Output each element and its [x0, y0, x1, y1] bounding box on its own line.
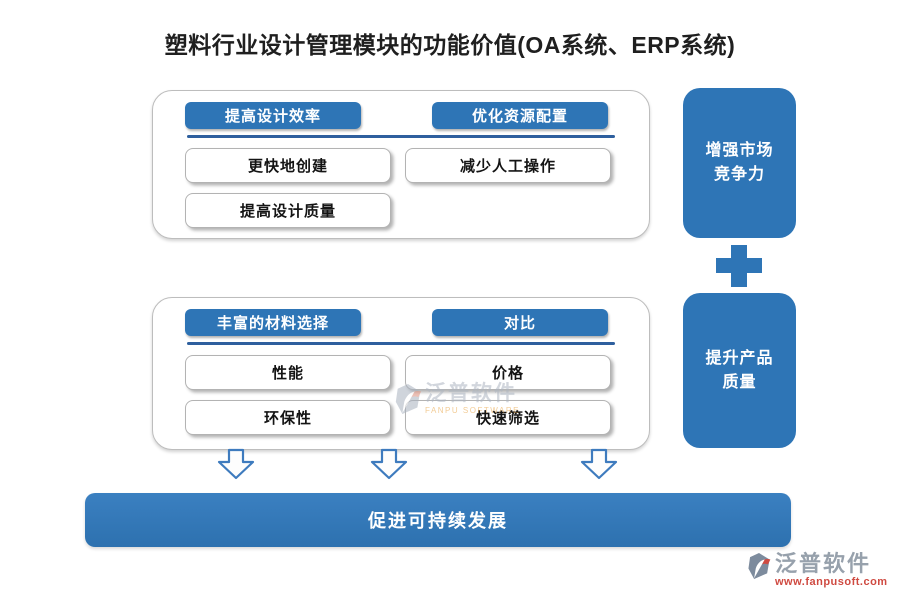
- fanpu-logo-icon: [746, 552, 772, 585]
- bottom-bar-label: 促进可持续发展: [368, 511, 508, 531]
- side-box-text: 增强市场: [705, 142, 774, 159]
- panel-divider: [187, 342, 615, 345]
- item-price: 价格: [405, 355, 611, 390]
- down-arrow-icon: [217, 448, 255, 480]
- header-improve-design-efficiency: 提高设计效率: [185, 102, 361, 129]
- item-create-faster: 更快地创建: [185, 148, 391, 183]
- item-eco-friendliness: 环保性: [185, 400, 391, 435]
- down-arrow-icon: [370, 448, 408, 480]
- header-compare: 对比: [432, 309, 608, 336]
- plus-icon: [716, 245, 762, 287]
- down-arrow-icon: [580, 448, 618, 480]
- side-box-market-competitiveness: 增强市场 竞争力: [683, 88, 796, 238]
- side-box-text: 质量: [722, 373, 757, 391]
- footer-brand-url: www.fanpusoft.com: [775, 576, 888, 588]
- item-performance: 性能: [185, 355, 391, 390]
- footer-brand-name: 泛普软件: [775, 551, 872, 576]
- header-optimize-resources: 优化资源配置: [432, 102, 608, 129]
- side-box-text: 提升产品: [705, 349, 774, 367]
- panel-design-efficiency: 提高设计效率 优化资源配置 更快地创建 减少人工操作 提高设计质量: [152, 90, 650, 239]
- footer-brand: 泛普软件 www.fanpusoft.com: [746, 552, 888, 588]
- panel-divider: [187, 135, 615, 138]
- side-box-text: 竞争力: [713, 166, 765, 183]
- item-quick-screening: 快速筛选: [405, 400, 611, 435]
- page-title: 塑料行业设计管理模块的功能价值(OA系统、ERP系统): [164, 32, 736, 58]
- header-rich-materials: 丰富的材料选择: [185, 309, 361, 336]
- bottom-bar-sustainable-development: 促进可持续发展: [85, 493, 791, 547]
- panel-material-selection: 丰富的材料选择 对比 性能 价格 环保性 快速筛选 泛普软件 FANPU SOF…: [152, 297, 650, 450]
- side-box-product-quality: 提升产品 质量: [683, 293, 796, 448]
- item-reduce-manual-ops: 减少人工操作: [405, 148, 611, 183]
- item-improve-design-quality: 提高设计质量: [185, 193, 391, 228]
